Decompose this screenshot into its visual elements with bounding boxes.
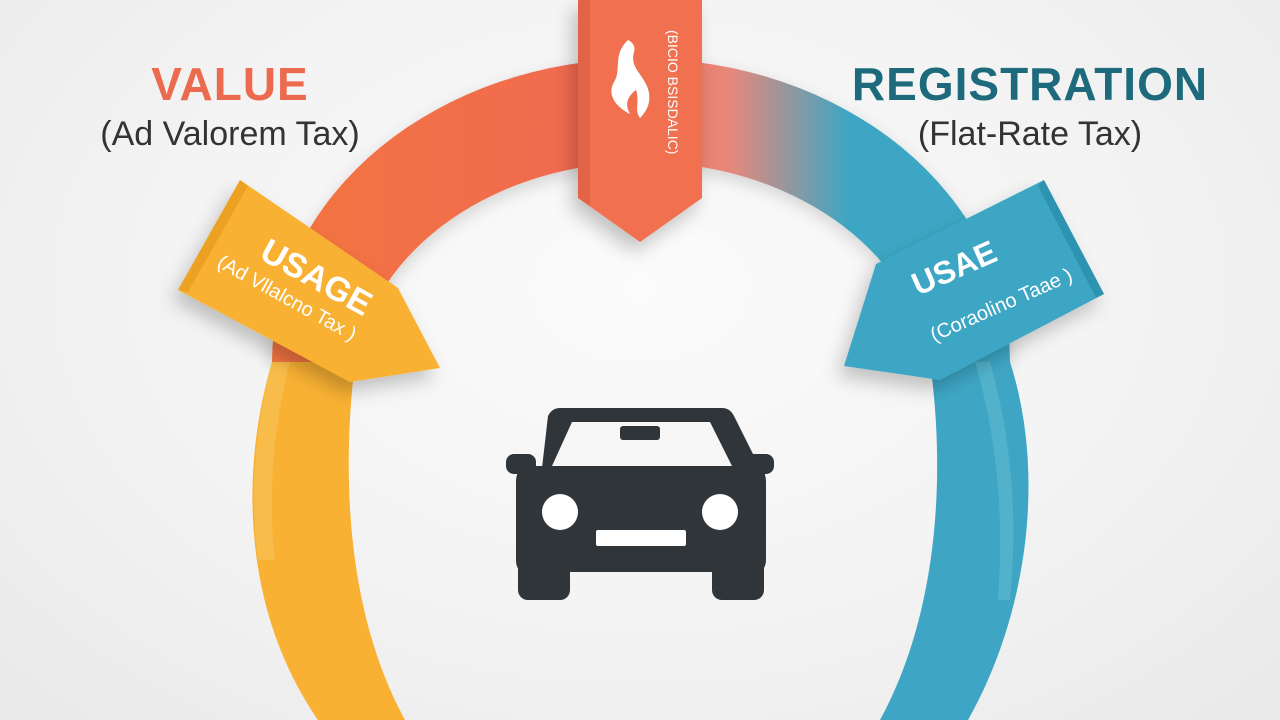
car-icon: [506, 408, 774, 600]
value-subtitle: (Ad Valorem Tax): [100, 115, 360, 153]
flame-icon: [611, 40, 650, 118]
arch-top-band: [272, 58, 1010, 363]
registration-title: REGISTRATION: [851, 58, 1209, 110]
arch-right-leg: [880, 362, 1029, 720]
top-pointer-tag: [578, 0, 702, 242]
right-arrow-tag: [844, 180, 1104, 380]
value-title: VALUE: [151, 58, 309, 110]
arch-left-leg: [252, 362, 405, 720]
left-arrow-tag: [178, 180, 440, 382]
registration-heading: REGISTRATION (Flat-Rate Tax): [840, 58, 1220, 154]
value-heading: VALUE (Ad Valorem Tax): [60, 58, 400, 154]
top-tag-text: (BICIO BSISDALIC): [665, 30, 681, 154]
registration-subtitle: (Flat-Rate Tax): [917, 115, 1143, 153]
